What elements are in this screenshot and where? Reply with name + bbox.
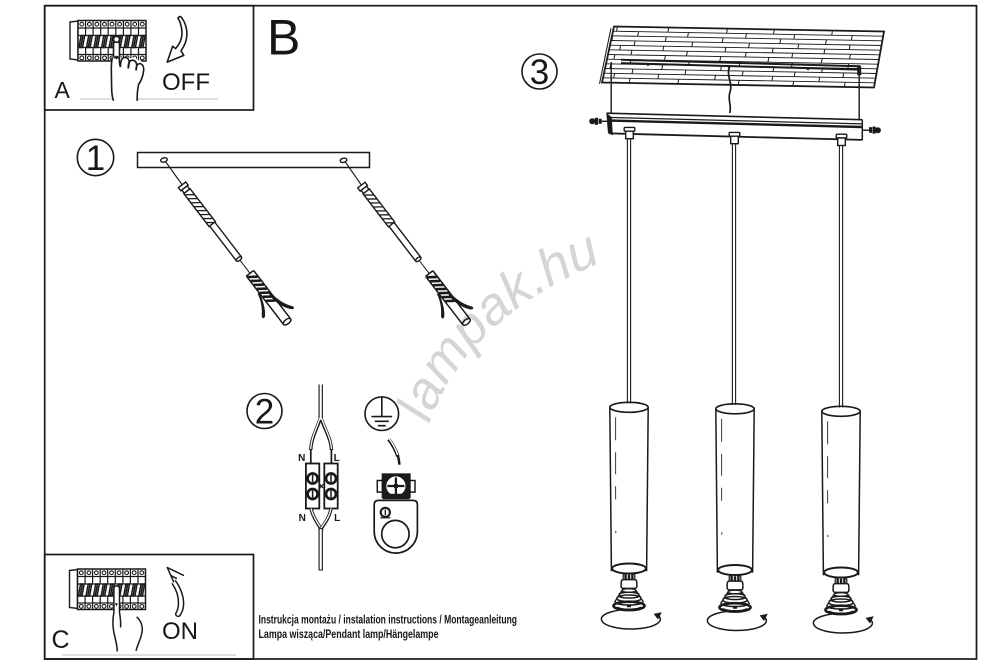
svg-text:Lampa wisząca/Pendant lamp/Hän: Lampa wisząca/Pendant lamp/Hängelampe — [259, 627, 439, 641]
svg-text:Instrukcja montażu / instalati: Instrukcja montażu / instalation instruc… — [259, 613, 518, 627]
svg-text:OFF: OFF — [162, 69, 210, 96]
svg-text:lampak.hu: lampak.hu — [385, 219, 607, 428]
svg-text:N: N — [299, 513, 306, 524]
svg-text:2: 2 — [255, 393, 274, 432]
svg-text:B: B — [267, 10, 300, 66]
svg-text:ON: ON — [162, 618, 198, 645]
svg-text:N: N — [298, 453, 305, 464]
svg-text:3: 3 — [530, 53, 549, 92]
svg-text:L: L — [334, 513, 340, 524]
svg-text:L: L — [334, 453, 340, 464]
svg-text:A: A — [55, 77, 71, 103]
svg-text:1: 1 — [86, 139, 105, 178]
svg-text:C: C — [52, 626, 70, 654]
